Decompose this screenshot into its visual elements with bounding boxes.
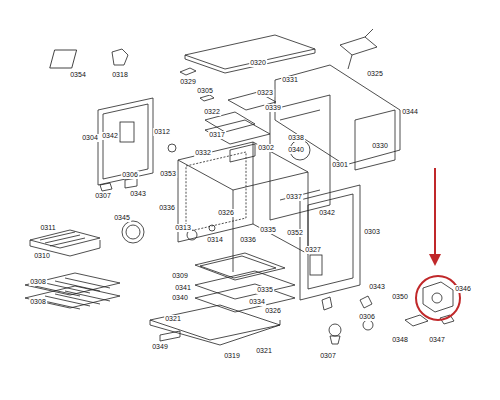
callout-number: 0337	[285, 193, 303, 201]
callout-number: 0305	[196, 87, 214, 95]
callout-number: 0342	[318, 209, 336, 217]
callout-number: 0353	[159, 170, 177, 178]
callout-number: 0308	[29, 278, 47, 286]
callout-number: 0336	[158, 204, 176, 212]
callout-number: 0304	[81, 134, 99, 142]
callout-number: 0335	[259, 226, 277, 234]
callout-number: 0312	[153, 128, 171, 136]
callout-number: 0346	[454, 285, 472, 293]
callout-number: 0307	[319, 352, 337, 360]
callout-number: 0343	[368, 283, 386, 291]
callout-number: 0352	[286, 229, 304, 237]
callout-number: 0347	[428, 336, 446, 344]
callout-number: 0336	[239, 236, 257, 244]
callout-number: 0323	[256, 89, 274, 97]
callout-number: 0307	[94, 192, 112, 200]
callout-number: 0318	[111, 71, 129, 79]
callout-number: 0345	[113, 214, 131, 222]
callout-number: 0306	[358, 313, 376, 321]
callout-number: 0327	[304, 246, 322, 254]
callout-number: 0330	[371, 142, 389, 150]
callout-number: 0340	[171, 294, 189, 302]
callout-number: 0317	[208, 131, 226, 139]
callout-number: 0325	[366, 70, 384, 78]
callout-number: 0326	[217, 209, 235, 217]
callout-number: 0321	[164, 315, 182, 323]
callout-number: 0335	[256, 286, 274, 294]
callout-number: 0322	[203, 108, 221, 116]
callout-number: 0302	[257, 144, 275, 152]
callout-number: 0319	[223, 352, 241, 360]
callout-number: 0334	[248, 298, 266, 306]
callout-number: 0343	[129, 190, 147, 198]
callout-number: 0311	[39, 224, 56, 232]
callout-number: 0331	[281, 76, 299, 84]
callout-number: 0329	[179, 78, 197, 86]
callout-number: 0340	[287, 146, 305, 154]
callout-number: 0348	[391, 336, 409, 344]
callout-number: 0350	[391, 293, 409, 301]
callout-number: 0339	[264, 104, 282, 112]
callout-number: 0341	[174, 284, 192, 292]
callout-number: 0314	[206, 236, 224, 244]
callout-number: 0313	[174, 224, 192, 232]
callout-number: 0342	[101, 132, 119, 140]
callout-number: 0303	[363, 228, 381, 236]
callout-number: 0354	[69, 71, 87, 79]
callout-number: 0338	[287, 134, 305, 142]
callout-number: 0310	[33, 252, 51, 260]
callout-number: 0349	[151, 343, 169, 351]
callout-number: 0309	[171, 272, 189, 280]
callout-number: 0308	[29, 298, 47, 306]
callout-number: 0301	[331, 161, 349, 169]
callout-number: 0344	[401, 108, 419, 116]
callout-number: 0321	[255, 347, 273, 355]
callout-number: 0332	[194, 149, 212, 157]
callout-number: 0320	[249, 59, 267, 67]
callout-number: 0306	[121, 171, 139, 179]
callout-number: 0326	[264, 307, 282, 315]
